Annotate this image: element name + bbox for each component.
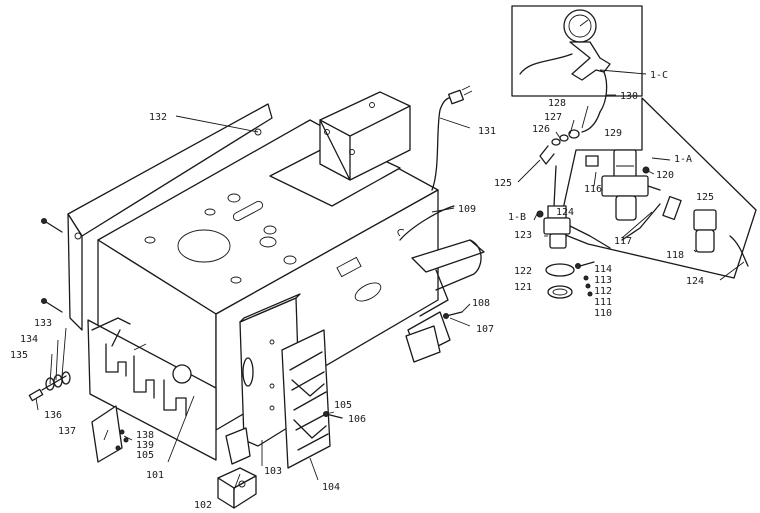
callout-117: 117 — [614, 236, 632, 247]
front-plate-101 — [87, 317, 217, 461]
callout-102: 102 — [194, 500, 212, 511]
callout-127: 127 — [544, 112, 562, 123]
feet — [225, 325, 441, 465]
callout-136: 136 — [44, 410, 62, 421]
callout-124-left: 124 — [556, 207, 574, 218]
callout-1b: 1-B — [508, 212, 526, 223]
hose-109 — [397, 205, 455, 241]
callout-111: 111 — [594, 297, 612, 308]
callout-126: 126 — [532, 124, 550, 135]
callout-113: 113 — [594, 275, 612, 286]
gun-hose — [539, 111, 601, 165]
callout-137: 137 — [58, 426, 76, 437]
callout-135: 135 — [10, 350, 28, 361]
callout-122: 122 — [514, 266, 532, 277]
callout-109: 109 — [458, 204, 476, 215]
callout-106: 106 — [348, 414, 366, 425]
callout-124-right: 124 — [686, 276, 704, 287]
callout-1c: 1-C — [650, 70, 668, 81]
hardware-133-136 — [28, 371, 71, 402]
foot-block-102 — [217, 467, 257, 509]
rear-panel-132 — [67, 103, 273, 331]
callout-133: 133 — [34, 318, 52, 329]
regulator-1b — [536, 165, 611, 249]
callout-132: 132 — [149, 112, 167, 123]
screws-left — [41, 218, 63, 313]
callout-104: 104 — [322, 482, 340, 493]
callout-128: 128 — [548, 98, 566, 109]
top-cover — [269, 91, 411, 207]
callout-105-right: 105 — [334, 400, 352, 411]
fittings-110-122 — [545, 261, 595, 299]
callout-116: 116 — [584, 184, 602, 195]
power-cord-131 — [431, 85, 473, 191]
callout-105-left: 105 — [136, 450, 154, 461]
callout-125-right: 125 — [696, 192, 714, 203]
callout-107: 107 — [476, 324, 494, 335]
callout-112: 112 — [594, 286, 612, 297]
callout-123: 123 — [514, 230, 532, 241]
callout-139: 139 — [136, 440, 154, 451]
callout-1a: 1-A — [674, 154, 692, 165]
callout-125-left: 125 — [494, 178, 512, 189]
callout-121: 121 — [514, 282, 532, 293]
regulator-1a — [585, 149, 749, 267]
screws-right — [115, 311, 463, 451]
callout-101: 101 — [146, 470, 164, 481]
grill-panel-104 — [281, 329, 331, 469]
callout-120: 120 — [656, 170, 674, 181]
callout-110: 110 — [594, 308, 612, 319]
callout-131: 131 — [478, 126, 496, 137]
inset-1c — [511, 5, 643, 113]
leader-lines — [35, 69, 745, 491]
callout-114: 114 — [594, 264, 612, 275]
callout-129: 129 — [604, 128, 622, 139]
callout-138: 138 — [136, 430, 154, 441]
callout-118: 118 — [666, 250, 684, 261]
cover-plate-137 — [91, 405, 123, 463]
callout-108: 108 — [472, 298, 490, 309]
callout-130: 130 — [620, 91, 638, 102]
callout-labels: 132 131 109 108 107 133 134 135 136 137 … — [10, 70, 714, 511]
callout-134: 134 — [20, 334, 38, 345]
callout-103: 103 — [264, 466, 282, 477]
